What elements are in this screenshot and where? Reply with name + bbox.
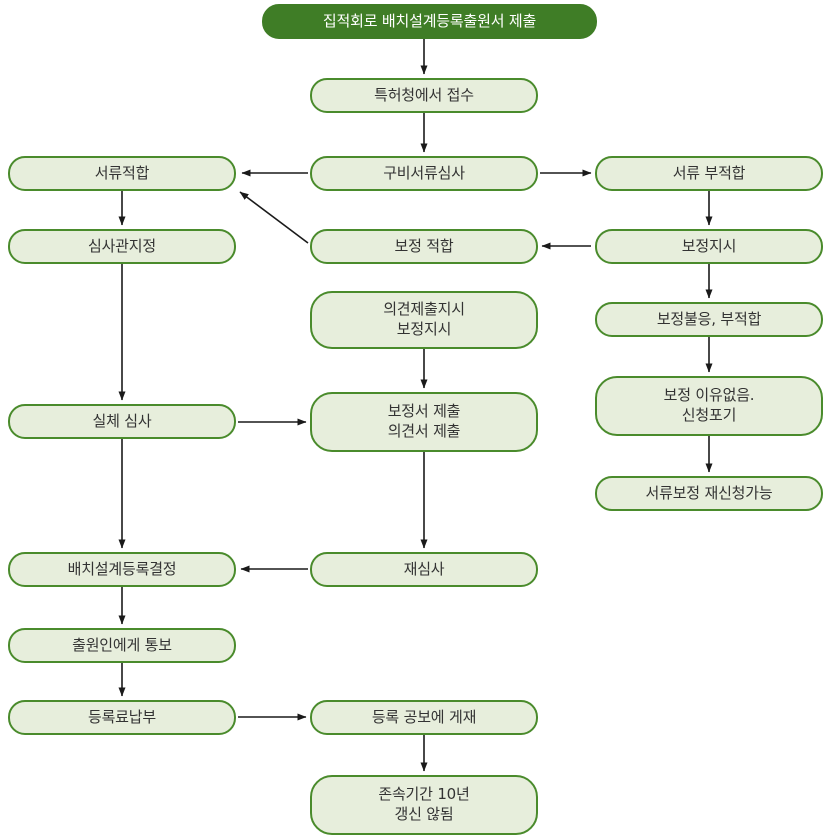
flow-node-required-docs-review: 구비서류심사 xyxy=(310,156,538,191)
flow-node-label: 등록료납부 xyxy=(87,707,156,726)
flow-node-label: 구비서류심사 xyxy=(383,163,465,182)
flow-node-reexamination: 재심사 xyxy=(310,552,538,587)
flow-node-label: 서류보정 재신청가능 xyxy=(645,483,773,502)
flow-node-amendment-suitable: 보정 적합 xyxy=(310,229,538,264)
flow-node-opinion-amend-order: 의견제출지시 보정지시 xyxy=(310,291,538,349)
flow-node-substantive-exam: 실체 심사 xyxy=(8,404,236,439)
flow-node-amendment-order-right: 보정지시 xyxy=(595,229,823,264)
flow-node-label: 보정 적합 xyxy=(394,236,454,255)
flow-node-label: 배치설계등록결정 xyxy=(67,559,177,578)
flow-node-reapply-possible: 서류보정 재신청가능 xyxy=(595,476,823,511)
flow-node-label: 의견제출지시 보정지시 xyxy=(383,300,465,338)
flow-node-label: 서류적합 xyxy=(94,163,150,182)
flow-node-pay-registration-fee: 등록료납부 xyxy=(8,700,236,735)
flow-node-label: 특허청에서 접수 xyxy=(374,85,474,104)
flow-node-registration-decision: 배치설계등록결정 xyxy=(8,552,236,587)
flow-node-label: 서류 부적합 xyxy=(672,163,746,182)
flow-node-submit-application: 집적회로 배치설계등록출원서 제출 xyxy=(262,4,597,39)
flow-node-examiner-assignment: 심사관지정 xyxy=(8,229,236,264)
flow-node-no-response-unsuitable: 보정불응, 부적합 xyxy=(595,302,823,337)
flow-node-publish-gazette: 등록 공보에 게재 xyxy=(310,700,538,735)
flow-node-label: 보정불응, 부적합 xyxy=(656,309,762,328)
flow-edge-amend-suitable-to-suitable xyxy=(239,191,309,244)
flow-node-notify-applicant: 출원인에게 통보 xyxy=(8,628,236,663)
flow-node-label: 집적회로 배치설계등록출원서 제출 xyxy=(322,11,537,30)
flow-node-label: 등록 공보에 게재 xyxy=(371,707,477,726)
flow-node-label: 심사관지정 xyxy=(87,236,156,255)
flow-node-label: 보정 이유없음. 신청포기 xyxy=(663,386,755,424)
flow-node-term-10-years: 존속기간 10년 갱신 않됨 xyxy=(310,775,538,835)
flow-node-label: 재심사 xyxy=(403,559,445,578)
flow-node-no-reason-abandon: 보정 이유없음. 신청포기 xyxy=(595,376,823,436)
flow-node-label: 출원인에게 통보 xyxy=(72,635,172,654)
flow-node-label: 존속기간 10년 갱신 않됨 xyxy=(378,785,470,823)
flow-node-receive-at-kipo: 특허청에서 접수 xyxy=(310,78,538,113)
flow-node-document-suitable: 서류적합 xyxy=(8,156,236,191)
flow-node-label: 보정지시 xyxy=(681,236,737,255)
flow-node-label: 실체 심사 xyxy=(92,411,152,430)
flow-node-submit-amend-opinion: 보정서 제출 의견서 제출 xyxy=(310,392,538,452)
flow-node-label: 보정서 제출 의견서 제출 xyxy=(387,402,461,440)
flow-node-document-unsuitable: 서류 부적합 xyxy=(595,156,823,191)
